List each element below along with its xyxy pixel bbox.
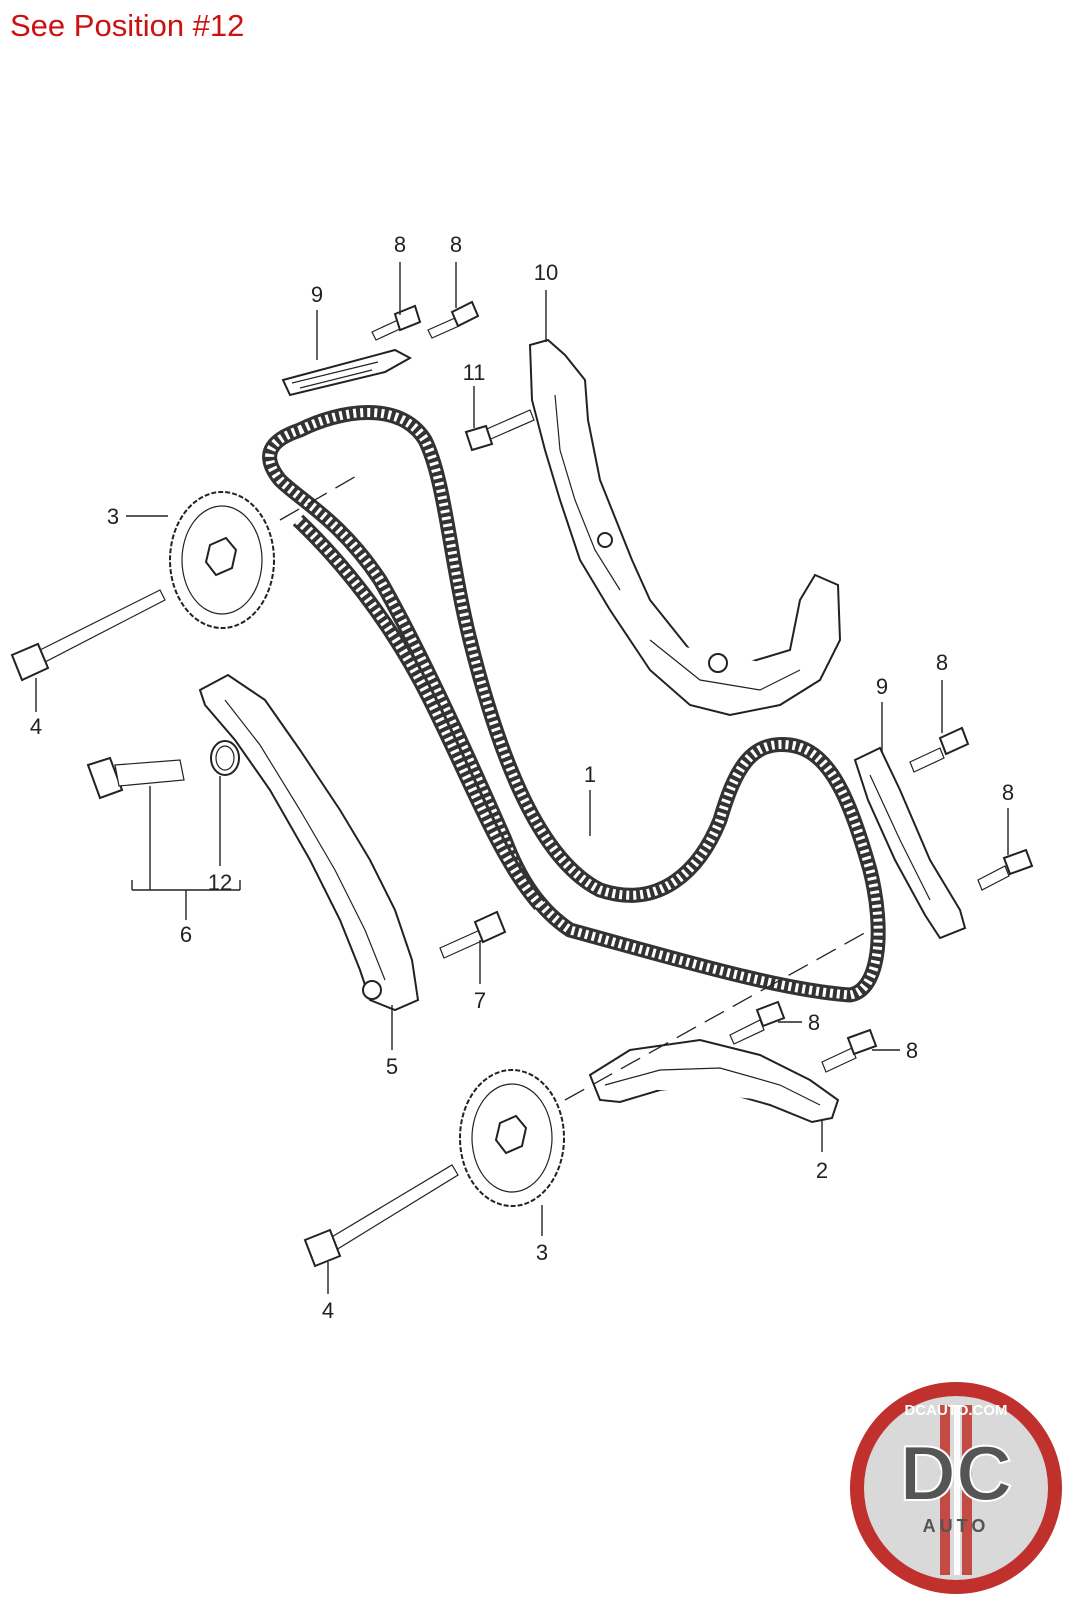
callout-5: 5 xyxy=(386,1054,398,1079)
axis-line-upper-sprocket xyxy=(279,474,359,521)
bolt-7 xyxy=(439,910,507,959)
callout-8-lower-b: 8 xyxy=(906,1038,918,1063)
callout-6: 6 xyxy=(180,922,192,947)
timing-chain xyxy=(262,405,886,1003)
dcauto-logo: DCAUTO.COM DC AUTO xyxy=(850,1382,1062,1594)
axis-line-lower-sprocket xyxy=(564,929,871,1101)
lower-sprocket xyxy=(459,1069,565,1207)
bolt-8-right-a xyxy=(909,726,970,773)
logo-sub-text: AUTO xyxy=(923,1516,990,1536)
callout-3-upper: 3 xyxy=(107,504,119,529)
right-small-guide xyxy=(853,746,967,940)
page-caption: See Position #12 xyxy=(10,8,245,43)
callout-8-lower-a: 8 xyxy=(808,1010,820,1035)
logo-main-text: DC xyxy=(900,1429,1013,1517)
callout-9-upper: 9 xyxy=(311,282,323,307)
tensioner-assembly xyxy=(86,740,240,800)
callout-11: 11 xyxy=(463,360,486,385)
bolt-8-right-b xyxy=(977,848,1034,891)
bolt-11 xyxy=(464,409,535,452)
callout-4-upper: 4 xyxy=(30,714,42,739)
bolt-4-lower xyxy=(303,1164,459,1268)
callout-12: 12 xyxy=(208,870,232,895)
bolt-8-upper-a xyxy=(371,304,422,341)
bolt-8-lower-a xyxy=(729,1000,786,1045)
callout-7: 7 xyxy=(474,988,486,1013)
leader-lines xyxy=(35,262,1009,1294)
callout-2: 2 xyxy=(816,1158,828,1183)
callout-3-lower: 3 xyxy=(536,1240,548,1265)
callout-8-upper-b: 8 xyxy=(450,232,462,257)
callout-10: 10 xyxy=(534,260,558,285)
callout-4-lower: 4 xyxy=(322,1298,334,1323)
bolt-8-lower-b xyxy=(821,1028,878,1073)
lower-guide xyxy=(588,1038,840,1124)
left-tensioner-guide xyxy=(198,673,420,1012)
upper-sprocket xyxy=(169,491,275,629)
upper-small-guide xyxy=(281,348,413,397)
logo-top-text: DCAUTO.COM xyxy=(904,1402,1007,1419)
callout-8-upper-a: 8 xyxy=(394,232,406,257)
callout-8-right-a: 8 xyxy=(936,650,948,675)
bolt-8-upper-b xyxy=(427,300,480,339)
callout-9-right: 9 xyxy=(876,674,888,699)
large-guide-rail xyxy=(528,338,842,717)
callout-8-right-b: 8 xyxy=(1002,780,1014,805)
bolt-4-upper xyxy=(10,589,166,682)
callout-1: 1 xyxy=(584,762,596,787)
